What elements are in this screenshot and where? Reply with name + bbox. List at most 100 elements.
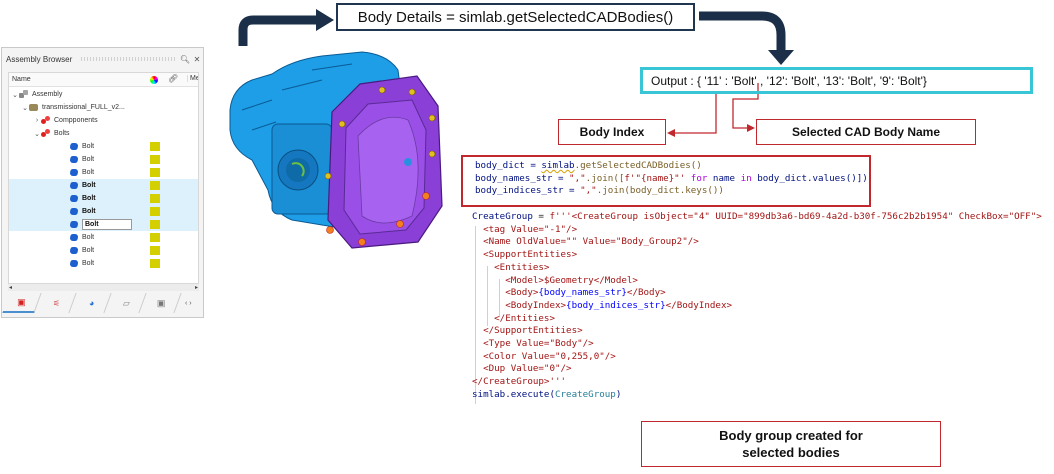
bolt-icon bbox=[69, 155, 79, 164]
code-token: in bbox=[735, 172, 758, 184]
tab-assembly[interactable]: ▣ bbox=[2, 293, 42, 313]
color-swatch[interactable] bbox=[150, 246, 160, 255]
arrow-head-output bbox=[768, 50, 794, 65]
assembly-browser-titlebar: Assembly Browser 🔍︎ ✕ bbox=[2, 48, 203, 70]
scroll-right-icon[interactable]: ▸ bbox=[194, 285, 198, 291]
panel-title: Assembly Browser bbox=[6, 54, 73, 64]
layers-tab-icon: ▱ bbox=[123, 297, 130, 308]
tree-node-label: Assembly bbox=[32, 91, 63, 98]
code-token: = bbox=[532, 211, 550, 222]
column-header-name[interactable]: Name bbox=[12, 76, 31, 83]
code-token: {body_indices_str} bbox=[566, 299, 666, 311]
tab-loads[interactable]: ⚟ bbox=[37, 293, 77, 313]
tab-entities[interactable]: ▣ bbox=[142, 293, 182, 313]
output-box: Output : { '11' : 'Bolt' , '12': 'Bolt',… bbox=[640, 67, 1033, 94]
color-wheel-icon[interactable] bbox=[150, 76, 158, 84]
tree-node-components[interactable]: › Compponents bbox=[9, 114, 198, 127]
search-icon[interactable]: 🔍︎ bbox=[179, 54, 191, 64]
tree-node-label: Compponents bbox=[54, 117, 98, 124]
indent-guide bbox=[487, 266, 488, 326]
tree-node-label: Bolt bbox=[82, 143, 95, 150]
code-token: "," bbox=[580, 185, 597, 197]
bolt-icon bbox=[69, 181, 79, 190]
tree-node-bolt[interactable]: Bolt bbox=[9, 166, 198, 179]
color-swatch[interactable] bbox=[150, 142, 160, 151]
tree-node-bolt[interactable]: Bolt bbox=[9, 218, 198, 231]
code-line: <tag Value="-1"/> bbox=[472, 223, 578, 235]
part-icon bbox=[29, 103, 39, 112]
code-token: .join([ bbox=[585, 172, 625, 184]
transmission-model-image bbox=[229, 51, 443, 249]
bolt-icon bbox=[69, 168, 79, 177]
tree-node-assembly[interactable]: ⌄ Assembly bbox=[9, 88, 198, 101]
groups-tab-icon: ◕ bbox=[88, 298, 95, 308]
code-token: .getSelectedCADBodies() bbox=[574, 160, 702, 171]
code-token: f'''<CreateGroup isObject="4" UUID="899d… bbox=[549, 211, 1042, 222]
column-header-more[interactable]: Me bbox=[187, 75, 198, 82]
tree-node-bolt[interactable]: Bolt bbox=[9, 244, 198, 257]
chevron-down-icon[interactable]: ⌄ bbox=[22, 104, 28, 112]
bolt-icon bbox=[69, 259, 79, 268]
rename-input[interactable]: Bolt bbox=[82, 219, 132, 230]
color-swatch[interactable] bbox=[150, 155, 160, 164]
drag-grip[interactable] bbox=[80, 57, 175, 61]
chevron-right-icon[interactable]: › bbox=[35, 117, 39, 124]
tree-node-label: Bolt bbox=[82, 169, 95, 176]
tree-header: Name 🔗︎ Me bbox=[9, 73, 198, 87]
code-line: </SupportEntities> bbox=[472, 325, 583, 337]
color-swatch[interactable] bbox=[150, 194, 160, 203]
assembly-browser-panel: Assembly Browser 🔍︎ ✕ Name 🔗︎ Me ⌄ Assem… bbox=[1, 47, 204, 318]
tree-node-bolt[interactable]: Bolt bbox=[9, 140, 198, 153]
code-line: body_dict = simlab.getSelectedCADBodies(… bbox=[475, 160, 869, 173]
tree-node-label: transmissional_FULL_v2... bbox=[42, 104, 125, 111]
color-swatch[interactable] bbox=[150, 181, 160, 190]
color-swatch[interactable] bbox=[150, 168, 160, 177]
loads-tab-icon: ⚟ bbox=[52, 298, 61, 308]
tree-node-bolt[interactable]: Bolt bbox=[9, 153, 198, 166]
tree-node-label: Bolt bbox=[82, 247, 95, 254]
tree-node-bolt[interactable]: Bolt bbox=[9, 231, 198, 244]
tree-node-bolt[interactable]: Bolt bbox=[9, 205, 198, 218]
color-swatch[interactable] bbox=[150, 233, 160, 242]
close-icon[interactable]: ✕ bbox=[193, 54, 201, 64]
purple-cover bbox=[327, 75, 443, 249]
code-line: <Body>{body_names_str}</Body> bbox=[472, 287, 1042, 300]
color-swatch[interactable] bbox=[150, 259, 160, 268]
tree-node-label: Bolt bbox=[82, 195, 96, 202]
code-token: </BodyIndex> bbox=[665, 299, 733, 311]
code-token: f'"{name}"' bbox=[624, 172, 686, 184]
code-line: <Entities> bbox=[472, 261, 550, 273]
body-details-box: Body Details = simlab.getSelectedCADBodi… bbox=[336, 3, 695, 31]
code-token: </Body> bbox=[626, 287, 666, 299]
tree-node-bolt[interactable]: Bolt bbox=[9, 257, 198, 270]
color-swatch[interactable] bbox=[150, 207, 160, 216]
code-token: ) bbox=[615, 388, 622, 400]
tab-groups[interactable]: ◕ bbox=[72, 293, 112, 313]
tree-node-bolts[interactable]: ⌄ Bolts bbox=[9, 127, 198, 140]
entities-tab-icon: ▣ bbox=[157, 297, 166, 308]
create-group-code: CreateGroup = f'''<CreateGroup isObject=… bbox=[472, 211, 1042, 402]
tree-node-bolt[interactable]: Bolt bbox=[9, 179, 198, 192]
code-token: <Body> bbox=[472, 287, 539, 299]
assembly-tree: Name 🔗︎ Me ⌄ Assembly ⌄ transmissional_F… bbox=[8, 72, 199, 284]
chevron-down-icon[interactable]: ⌄ bbox=[34, 130, 40, 138]
chevron-down-icon[interactable]: ⌄ bbox=[12, 91, 18, 99]
tree-node-label: Bolt bbox=[82, 182, 96, 189]
color-swatch[interactable] bbox=[150, 220, 160, 229]
cad-body-name-label: Selected CAD Body Name bbox=[756, 119, 976, 145]
code-line: <Color Value="0,255,0"/> bbox=[472, 350, 616, 362]
tab-layers[interactable]: ▱ bbox=[107, 293, 147, 313]
assembly-tab-icon: ▣ bbox=[17, 296, 27, 307]
code-line: <Model>$Geometry</Model> bbox=[472, 274, 638, 286]
tree-node-bolt[interactable]: Bolt bbox=[9, 192, 198, 205]
scroll-left-icon[interactable]: ◂ bbox=[9, 285, 13, 291]
tab-nav-arrows[interactable]: ‹ › bbox=[185, 299, 192, 307]
browser-tabs: ▣ ⚟ ◕ ▱ ▣ ‹ › bbox=[2, 292, 202, 314]
horizontal-scrollbar[interactable]: ◂ ▸ bbox=[8, 284, 199, 291]
code-line: </Entities> bbox=[472, 312, 555, 324]
tree-node-part[interactable]: ⌄ transmissional_FULL_v2... bbox=[9, 101, 198, 114]
code-line: simlab.execute(CreateGroup) bbox=[472, 389, 1042, 402]
tree-node-label: Bolt bbox=[82, 260, 95, 267]
link-icon[interactable]: 🔗︎ bbox=[168, 74, 179, 83]
code-line: <SupportEntities> bbox=[472, 249, 578, 261]
